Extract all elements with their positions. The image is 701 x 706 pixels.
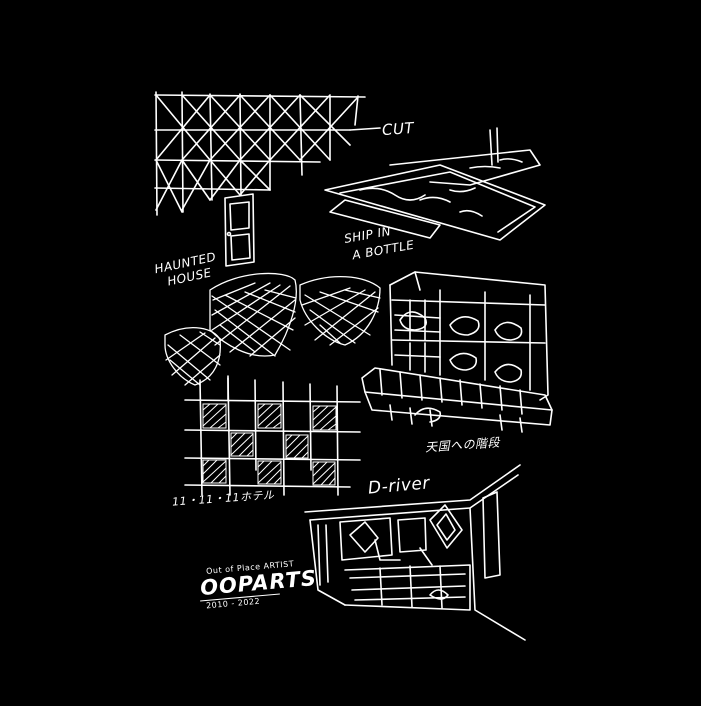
- ship-in-a-bottle-planks-sketch: [324, 127, 546, 241]
- checkerboard-grid-sketch: [184, 375, 361, 496]
- heaven-stairs-cabinet-sketch: [361, 271, 553, 433]
- door-sketch: [224, 193, 255, 267]
- cut-scaffold-sketch: [154, 91, 381, 216]
- checkerboard-hatched-cells: [202, 403, 337, 486]
- d-river-room-sketch: [304, 464, 526, 641]
- cut-label: CUT: [381, 118, 415, 140]
- haunted-house-mounds-sketch: [164, 272, 381, 386]
